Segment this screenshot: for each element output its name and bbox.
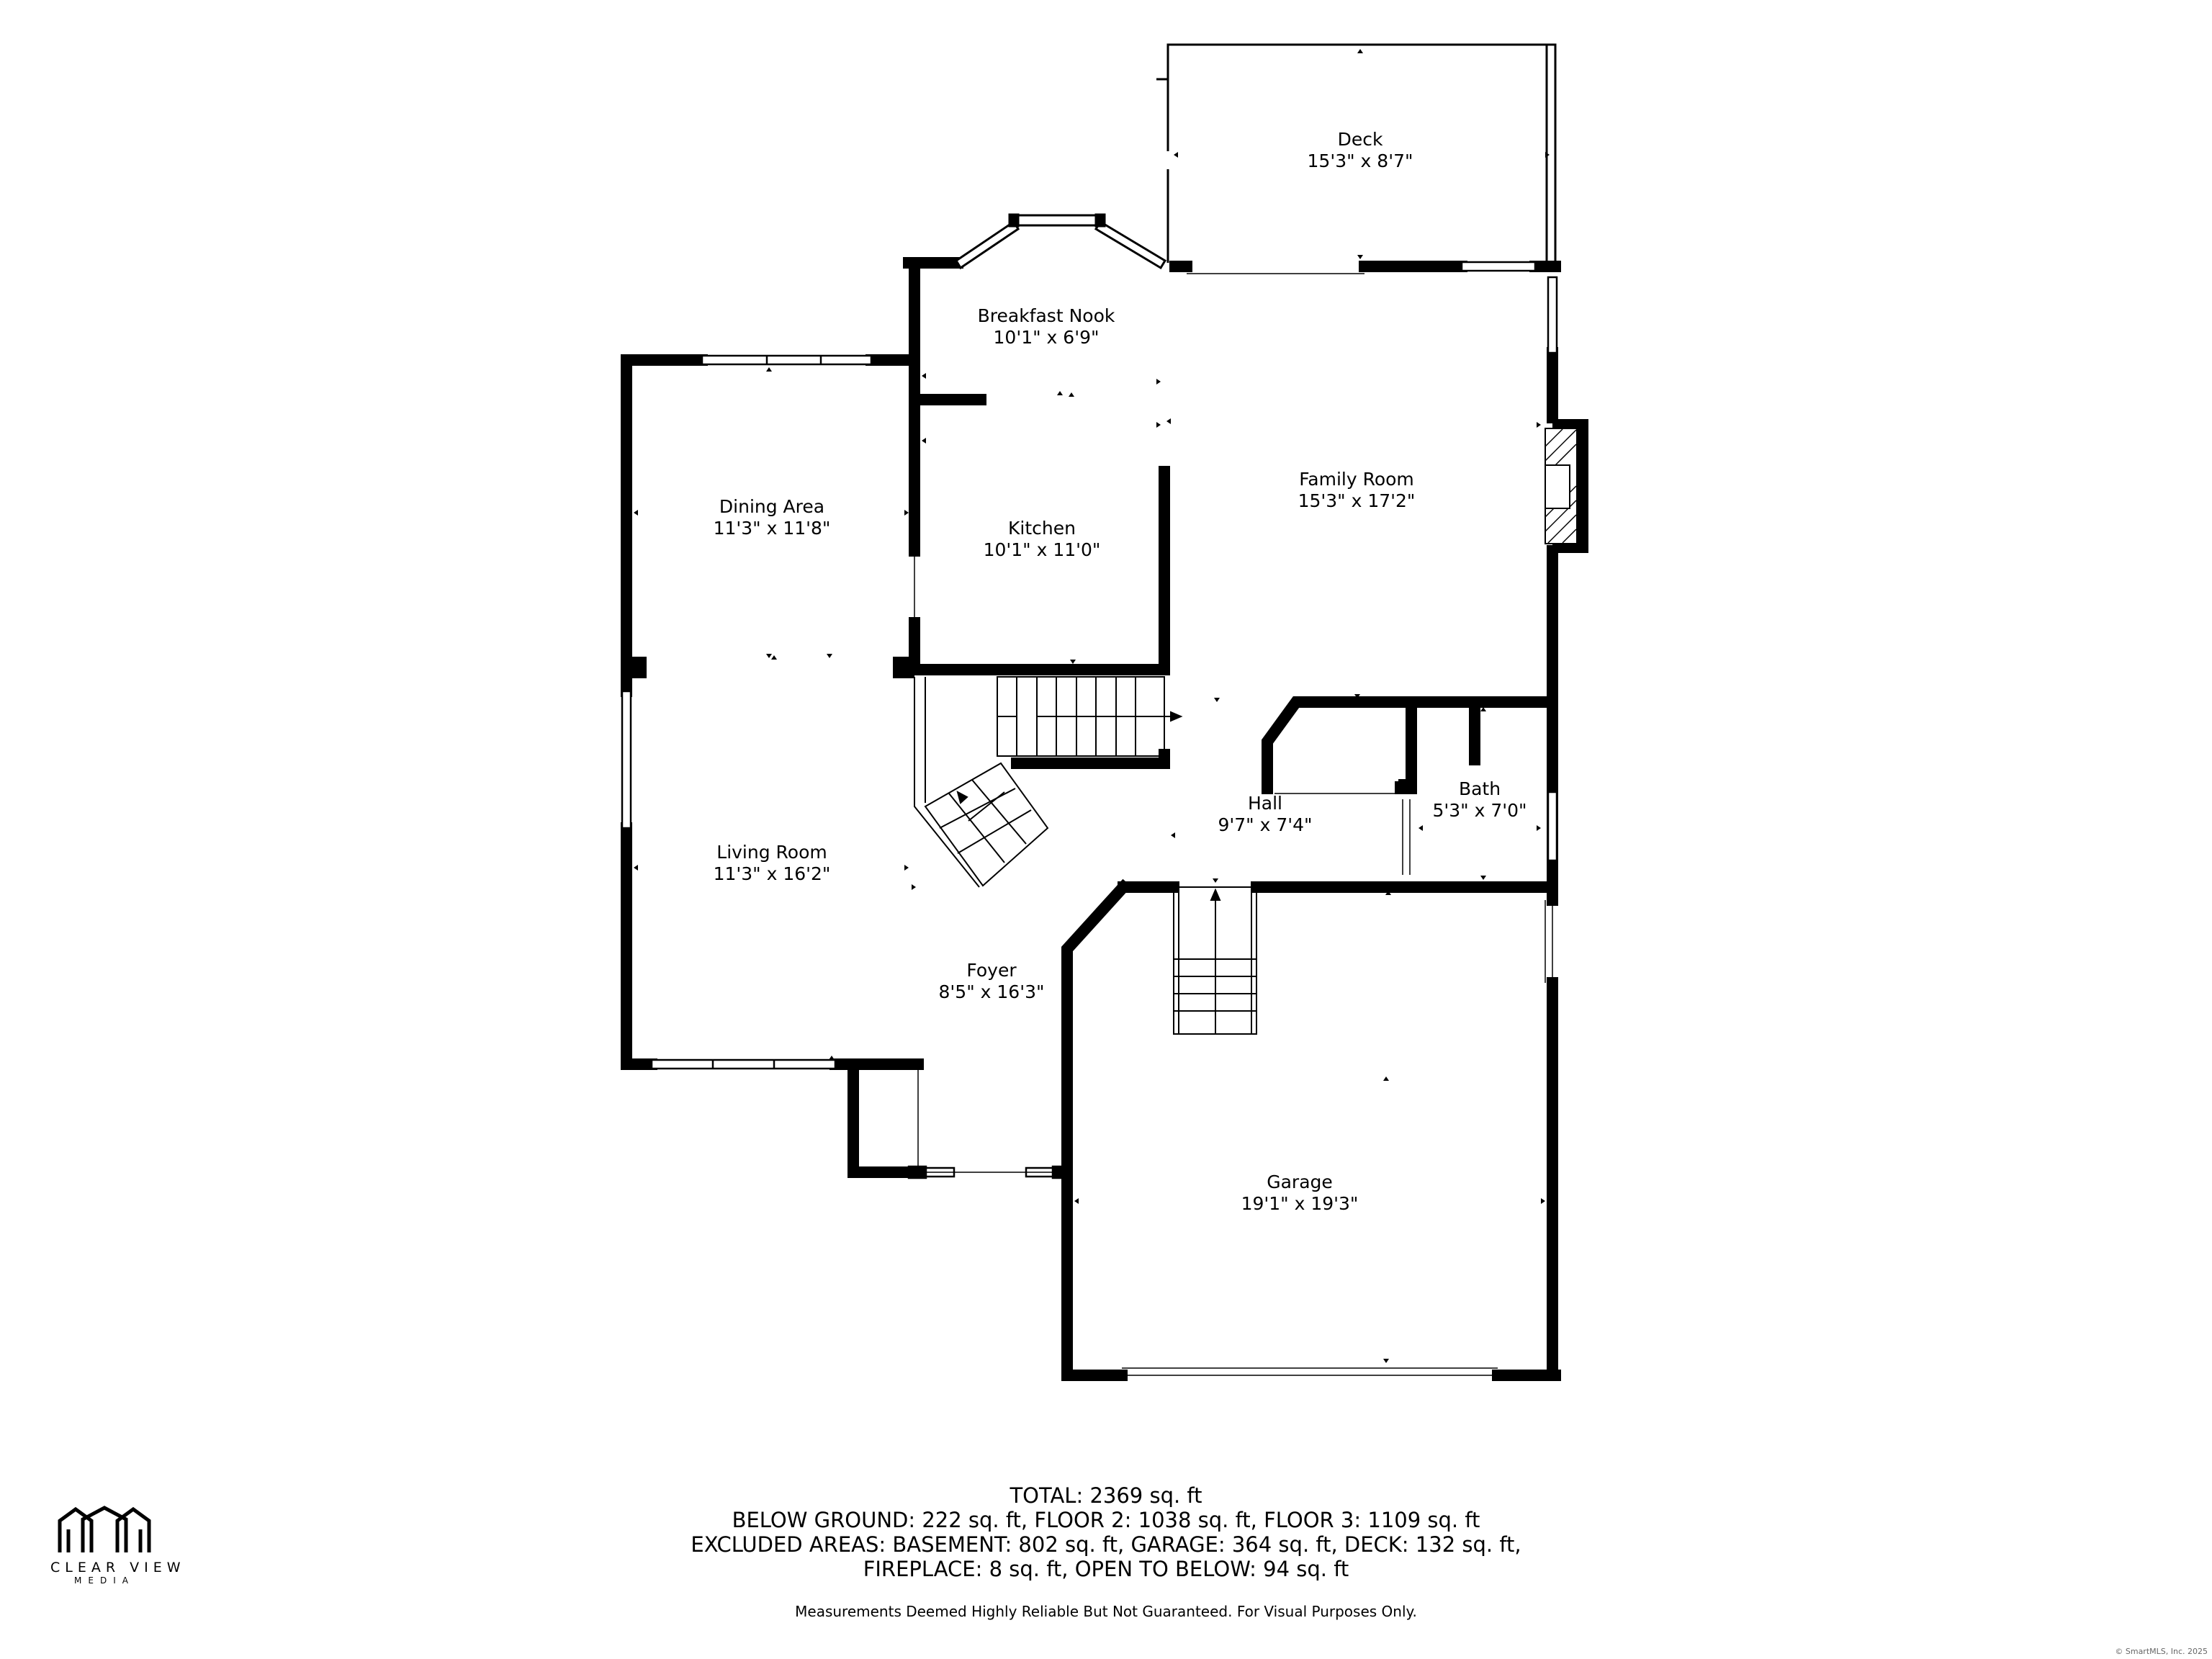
room-size-breakfast-nook: 10'1" x 6'9" (994, 327, 1100, 348)
stairs-upper (997, 676, 1183, 757)
room-size-garage: 19'1" x 19'3" (1241, 1193, 1359, 1214)
openings (914, 273, 1553, 1376)
dimension-markers (634, 49, 1550, 1363)
room-size-kitchen: 10'1" x 11'0" (984, 539, 1101, 560)
total-area: TOTAL: 2369 sq. ft (1010, 1483, 1202, 1508)
excluded-areas-continued: FIREPLACE: 8 sq. ft, OPEN TO BELOW: 94 s… (863, 1557, 1349, 1581)
copyright-notice: © SmartMLS, Inc. 2025 (2115, 1647, 2208, 1656)
room-size-family-room: 15'3" x 17'2" (1298, 490, 1416, 511)
room-name-deck: Deck (1338, 129, 1383, 150)
walls (621, 257, 1561, 1381)
stairs-garage (1173, 886, 1257, 1035)
fireplace (1545, 419, 1588, 553)
room-size-bath: 5'3" x 7'0" (1432, 800, 1527, 821)
room-name-family-room: Family Room (1299, 469, 1414, 490)
area-totals: TOTAL: 2369 sq. ft BELOW GROUND: 222 sq.… (0, 1483, 2212, 1581)
room-name-bath: Bath (1459, 778, 1501, 799)
clear-view-media-logo: CLEAR VIEW MEDIA (50, 1505, 186, 1586)
room-name-breakfast-nook: Breakfast Nook (978, 305, 1115, 326)
floor-areas: BELOW GROUND: 222 sq. ft, FLOOR 2: 1038 … (732, 1508, 1480, 1532)
house-outline-logo-icon (58, 1506, 151, 1552)
room-name-garage: Garage (1267, 1172, 1333, 1192)
logo-subtitle: MEDIA (74, 1575, 135, 1586)
excluded-areas: EXCLUDED AREAS: BASEMENT: 802 sq. ft, GA… (691, 1532, 1521, 1557)
room-size-foyer: 8'5" x 16'3" (939, 981, 1045, 1002)
room-name-hall: Hall (1248, 793, 1282, 814)
bay-window (954, 213, 1167, 270)
room-name-dining-area: Dining Area (719, 496, 824, 517)
room-name-kitchen: Kitchen (1008, 518, 1076, 539)
disclaimer: Measurements Deemed Highly Reliable But … (795, 1603, 1417, 1620)
windows (621, 261, 1558, 1179)
room-size-living-room: 11'3" x 16'2" (714, 863, 831, 884)
pillars (626, 657, 1411, 794)
room-labels: Deck 15'3" x 8'7" Breakfast Nook 10'1" x… (714, 129, 1527, 1214)
room-size-deck: 15'3" x 8'7" (1308, 150, 1413, 171)
logo-name: CLEAR VIEW (50, 1560, 186, 1575)
room-name-living-room: Living Room (716, 842, 827, 863)
stairs-winder (914, 677, 1049, 888)
room-name-foyer: Foyer (966, 960, 1017, 981)
room-size-hall: 9'7" x 7'4" (1218, 814, 1312, 835)
room-size-dining-area: 11'3" x 11'8" (714, 518, 831, 539)
